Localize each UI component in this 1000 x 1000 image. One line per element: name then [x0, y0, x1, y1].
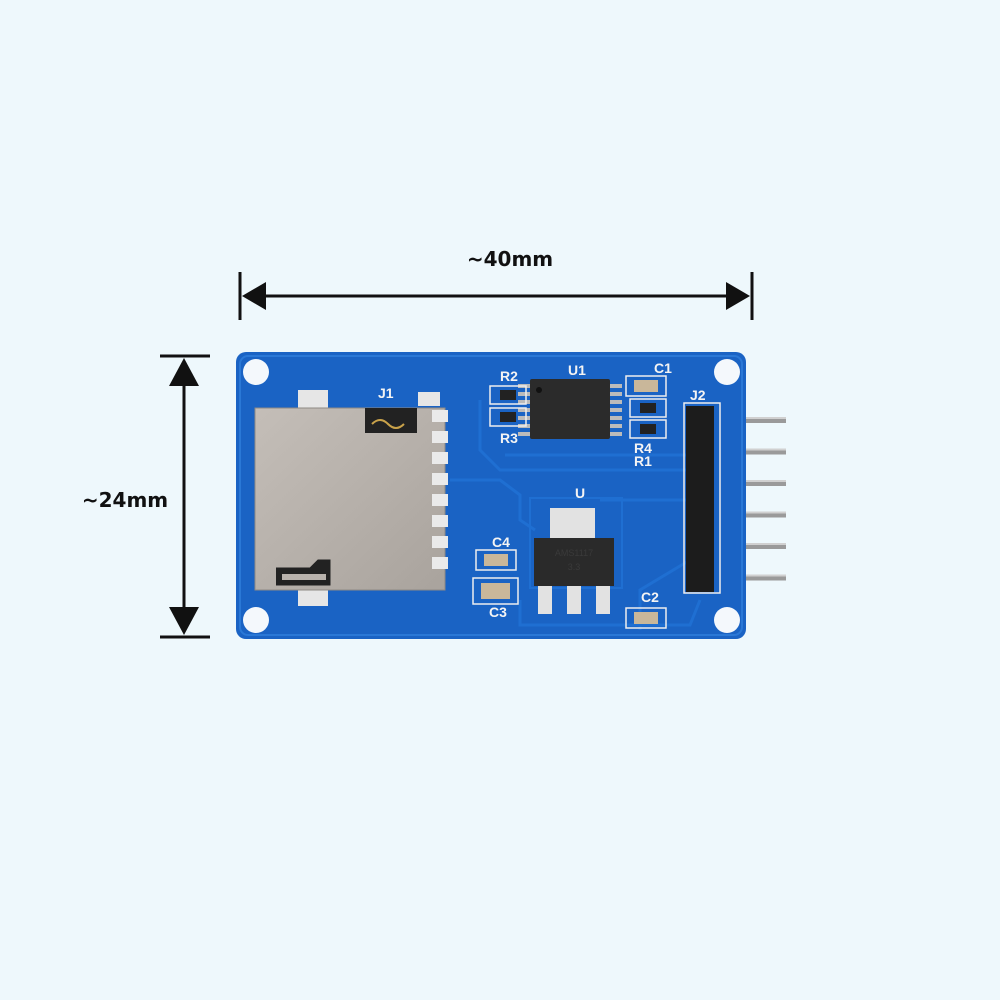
sd-contact — [432, 536, 448, 548]
arrow-down-icon — [169, 607, 199, 635]
regulator-marking-2: 3.3 — [568, 562, 581, 572]
sd-contact — [432, 557, 448, 569]
chip-leg — [608, 384, 622, 388]
regulator-marking-1: AMS1117 — [555, 548, 593, 558]
mounting-holes — [243, 359, 740, 633]
regulator-chip: AMS1117 3.3 — [529, 497, 623, 614]
sd-contact — [432, 494, 448, 506]
sd-contact — [432, 410, 448, 422]
silk-u1: U1 — [568, 362, 586, 378]
sd-contact — [432, 452, 448, 464]
chip-leg — [608, 424, 622, 428]
silk-u: U — [575, 485, 585, 501]
silk-r2: R2 — [500, 368, 518, 384]
height-label: ~24mm — [82, 488, 168, 512]
height-dimension: ~24mm — [82, 354, 210, 639]
silk-c4: C4 — [492, 534, 510, 550]
chip-leg — [608, 408, 622, 412]
silk-c2: C2 — [641, 589, 659, 605]
silk-j2: J2 — [690, 387, 706, 403]
silk-r3: R3 — [500, 430, 518, 446]
width-dimension: ~40mm — [238, 247, 754, 320]
chip-leg — [608, 432, 622, 436]
pin-header — [683, 402, 721, 594]
width-label: ~40mm — [467, 247, 553, 271]
microsd-slot — [254, 390, 448, 606]
u1-chip — [518, 379, 622, 439]
chip-leg — [608, 416, 622, 420]
silk-c3: C3 — [489, 604, 507, 620]
chip-leg — [518, 432, 532, 436]
chip-leg — [518, 400, 532, 404]
silk-r4: R4 — [634, 440, 652, 456]
sd-contact — [432, 431, 448, 443]
silk-c1: C1 — [654, 360, 672, 376]
passives — [472, 375, 667, 629]
chip-leg — [518, 416, 532, 420]
arrow-up-icon — [169, 358, 199, 386]
chip-leg — [608, 400, 622, 404]
arrow-left-icon — [242, 282, 266, 310]
sd-contact — [432, 473, 448, 485]
sd-contact — [432, 515, 448, 527]
chip-leg — [608, 392, 622, 396]
arrow-right-icon — [726, 282, 750, 310]
silk-j1: J1 — [378, 385, 394, 401]
silk-r1: R1 — [634, 453, 652, 469]
chip-leg — [518, 408, 532, 412]
chip-leg — [518, 392, 532, 396]
